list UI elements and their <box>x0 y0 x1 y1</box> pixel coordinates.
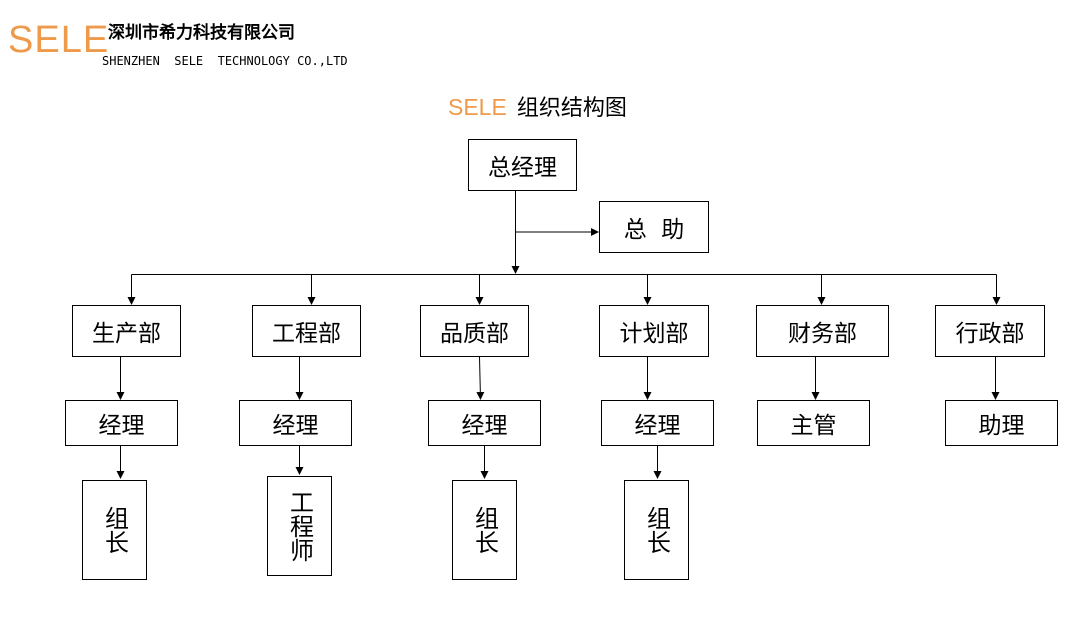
node-dept-finance: 财务部 <box>756 305 889 357</box>
node-dept-quality: 品质部 <box>420 305 529 357</box>
node-manager-engineering: 经理 <box>239 400 352 446</box>
node-dept-planning: 计划部 <box>599 305 709 357</box>
chart-title-brand: SELE <box>448 94 507 120</box>
node-engineer: 工程师 <box>267 476 332 576</box>
node-general-assistant: 总 助 <box>599 201 709 253</box>
node-manager-quality: 经理 <box>428 400 541 446</box>
node-team-lead-quality: 组长 <box>452 480 517 580</box>
node-manager-production: 经理 <box>65 400 178 446</box>
company-name-english: SHENZHEN SELE TECHNOLOGY CO.,LTD <box>102 54 348 68</box>
connector-dept-to-manager <box>476 356 485 400</box>
company-logo: SELE <box>8 19 110 61</box>
node-dept-engineering: 工程部 <box>252 305 361 357</box>
node-dept-production: 生产部 <box>72 305 181 357</box>
company-name-chinese: 深圳市希力科技有限公司 <box>108 23 295 43</box>
node-assistant-admin: 助理 <box>945 400 1058 446</box>
node-supervisor-finance: 主管 <box>757 400 870 446</box>
node-manager-planning: 经理 <box>601 400 714 446</box>
chart-title-text: 组织结构图 <box>516 96 627 121</box>
node-general-manager: 总经理 <box>468 139 577 191</box>
chart-title: SELE 组织结构图 <box>448 91 627 125</box>
node-dept-admin: 行政部 <box>935 305 1045 357</box>
node-team-lead-planning: 组长 <box>624 480 689 580</box>
node-team-lead-production: 组长 <box>82 480 147 580</box>
